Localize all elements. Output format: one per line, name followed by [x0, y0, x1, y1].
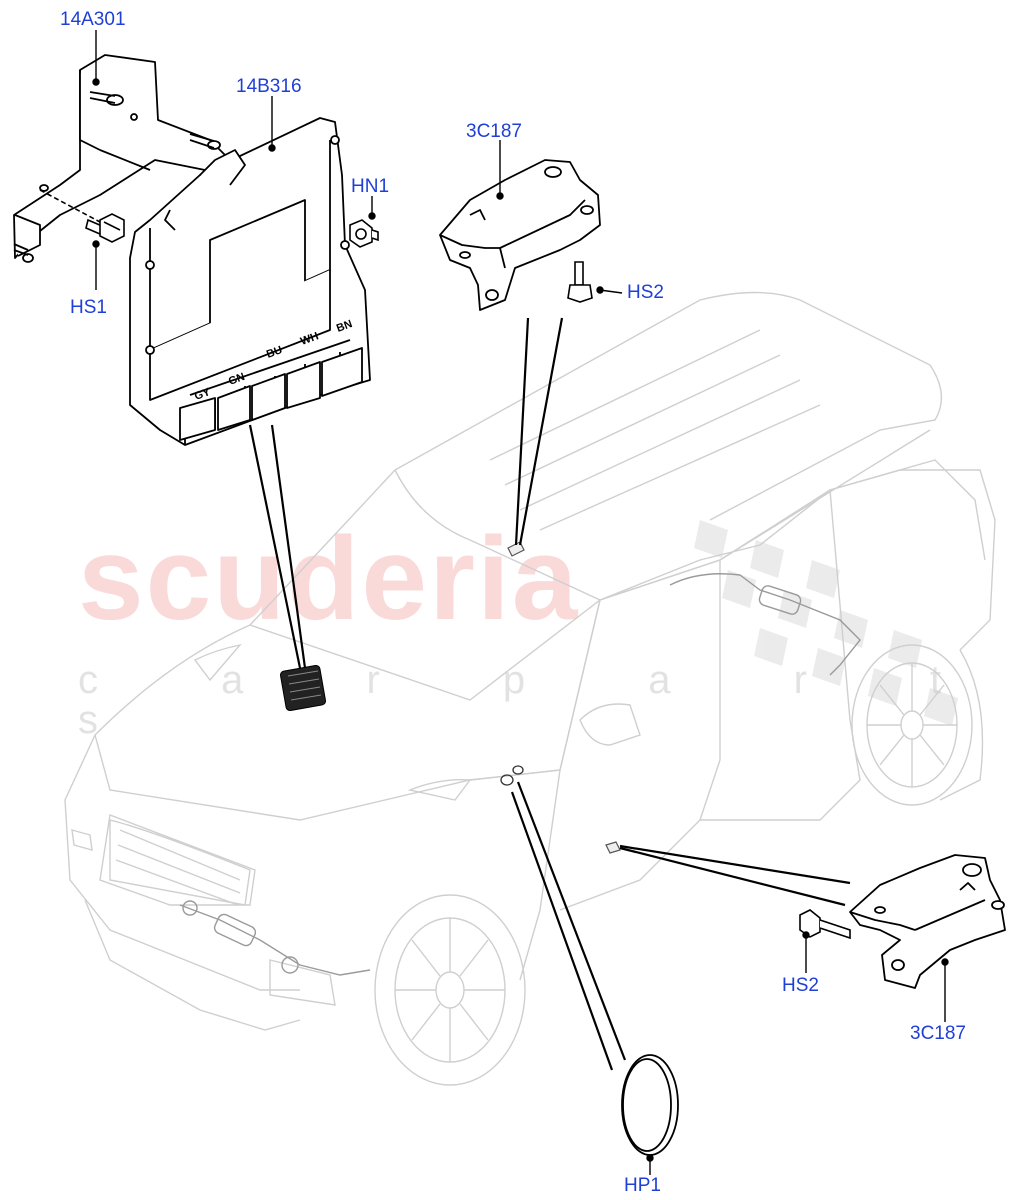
callout-14a301[interactable]: 14A301 — [60, 9, 126, 30]
leader-lines — [248, 317, 851, 1071]
connector-label-gy: GY — [193, 386, 213, 403]
callout-hp1[interactable]: HP1 — [624, 1175, 661, 1196]
watermark-brand: scuderia — [78, 513, 580, 645]
callout-pointers — [92, 30, 949, 1175]
screw-hs2-top — [567, 261, 593, 303]
vehicle-module-location — [279, 664, 327, 712]
callout-hs1[interactable]: HS1 — [70, 297, 107, 318]
callout-hs2-top[interactable]: HS2 — [627, 282, 664, 303]
vehicle-bracket-location-side — [605, 841, 621, 854]
callout-14b316[interactable]: 14B316 — [236, 76, 302, 97]
callout-3c187-top[interactable]: 3C187 — [466, 121, 522, 142]
connector-label-bn: BN — [335, 318, 354, 335]
connector-color-labels: GY GN BU WH BN — [193, 318, 354, 403]
nut-hn1 — [349, 219, 379, 248]
connector-label-wh: WH — [299, 330, 320, 348]
callout-hn1[interactable]: HN1 — [351, 176, 390, 197]
plug-hp1 — [621, 1054, 679, 1156]
bracket-3c187-top — [439, 159, 601, 311]
screw-hs2-bottom — [799, 909, 851, 940]
vehicle-internal-parts — [179, 573, 861, 976]
bracket-14a301 — [13, 54, 231, 263]
control-module-14b316 — [129, 117, 371, 446]
callout-3c187-bottom[interactable]: 3C187 — [910, 1023, 966, 1044]
checkered-flag-watermark — [694, 520, 958, 726]
vehicle-outline — [64, 291, 996, 1086]
connector-label-gn: GN — [227, 371, 247, 388]
screw-hs1 — [39, 189, 125, 243]
vehicle-plug-location — [500, 765, 524, 786]
callout-hs2-bottom[interactable]: HS2 — [782, 975, 819, 996]
bracket-3c187-bottom — [849, 854, 1006, 989]
connector-label-bu: BU — [265, 344, 284, 361]
